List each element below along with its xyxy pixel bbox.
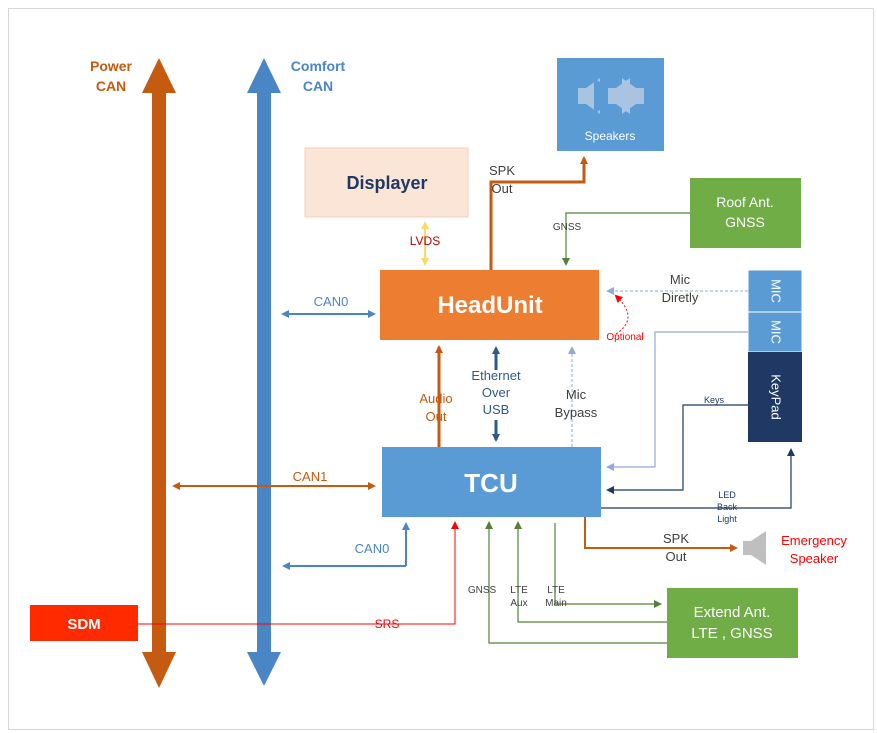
srs-label: SRS <box>375 617 400 631</box>
comfort-can-bus <box>247 58 281 686</box>
extend-antenna-box: Extend Ant. LTE , GNSS <box>667 588 798 658</box>
gnss-roof-connector <box>562 212 690 266</box>
led-label-2: Back <box>717 502 738 512</box>
lte-aux-connector <box>514 521 667 623</box>
audio-out-label-1: Audio <box>419 391 452 406</box>
extend-antenna-label-2: LTE , GNSS <box>691 625 772 642</box>
led-label-1: LED <box>718 490 736 500</box>
led-backlight-connector <box>601 448 795 509</box>
lte-aux-label-1: LTE <box>510 585 528 596</box>
mic-directly-label-1: Mic <box>670 272 691 287</box>
speaker-icon <box>578 78 644 114</box>
headunit-label: HeadUnit <box>437 292 542 319</box>
comfort-can-label-1: Comfort <box>291 58 346 74</box>
mic-bypass-label-1: Mic <box>566 387 587 402</box>
optional-label: Optional <box>606 332 643 343</box>
led-label-3: Light <box>717 514 737 524</box>
ethernet-label-2: Over <box>482 385 511 400</box>
spk-out-bottom-label-2: Out <box>666 549 687 564</box>
lte-aux-label-2: Aux <box>510 598 527 609</box>
mic-directly-label-2: Diretly <box>662 290 699 305</box>
can0-bottom-label: CAN0 <box>355 541 390 556</box>
lte-main-label-2: Main <box>545 598 567 609</box>
roof-antenna-label-1: Roof Ant. <box>716 194 774 210</box>
power-can-label-1: Power <box>90 58 133 74</box>
ethernet-label-3: USB <box>483 402 510 417</box>
audio-out-label-2: Out <box>426 409 447 424</box>
mic-bypass-label-2: Bypass <box>555 405 598 420</box>
keys-connector <box>606 404 748 494</box>
spk-out-bottom-connector <box>584 517 738 552</box>
extend-antenna-label-1: Extend Ant. <box>694 604 771 621</box>
mic-box-2: MIC <box>747 311 803 353</box>
roof-antenna-box: Roof Ant. GNSS <box>690 178 801 248</box>
power-can-label-2: CAN <box>96 78 126 94</box>
comfort-can-label-2: CAN <box>303 78 333 94</box>
sdm-label: SDM <box>67 616 100 633</box>
emergency-label-2: Speaker <box>790 551 839 566</box>
tcu-label: TCU <box>464 468 517 498</box>
spk-out-top-label-2: Out <box>492 181 513 196</box>
mic-box-1: MIC <box>747 269 803 313</box>
mic-label-2: MIC <box>769 320 784 344</box>
emergency-speaker-icon <box>743 531 766 565</box>
lvds-label: LVDS <box>410 234 440 248</box>
can1-label: CAN1 <box>293 469 328 484</box>
mic-to-tcu-connector <box>606 331 748 471</box>
srs-connector <box>138 521 459 625</box>
keypad-box: KeyPad <box>748 352 802 442</box>
roof-antenna-label-2: GNSS <box>725 214 765 230</box>
diagram-frame <box>8 8 874 730</box>
headunit-box: HeadUnit <box>380 270 599 340</box>
sdm-box: SDM <box>30 605 138 641</box>
keypad-label: KeyPad <box>769 374 784 420</box>
ethernet-label-1: Ethernet <box>471 368 521 383</box>
optional-connector <box>614 294 629 335</box>
lte-main-label-1: LTE <box>547 585 565 596</box>
power-can-bus <box>142 58 176 688</box>
keys-label: Keys <box>704 395 725 405</box>
mic-label-1: MIC <box>769 279 784 303</box>
gnss-bottom-connector <box>485 521 667 644</box>
can0-top-label: CAN0 <box>314 294 349 309</box>
gnss-bottom-label: GNSS <box>468 585 497 596</box>
spk-out-top-connector <box>489 156 588 270</box>
tcu-box: TCU <box>382 447 601 517</box>
spk-out-top-label-1: SPK <box>489 163 515 178</box>
lte-main-connector <box>554 523 662 608</box>
spk-out-bottom-label-1: SPK <box>663 531 689 546</box>
displayer-label: Displayer <box>346 173 427 193</box>
gnss-top-label: GNSS <box>553 222 582 233</box>
speakers-box: Speakers <box>557 58 664 151</box>
displayer-box: Displayer <box>304 147 469 218</box>
emergency-label-1: Emergency <box>781 533 847 548</box>
speakers-label: Speakers <box>585 129 636 143</box>
